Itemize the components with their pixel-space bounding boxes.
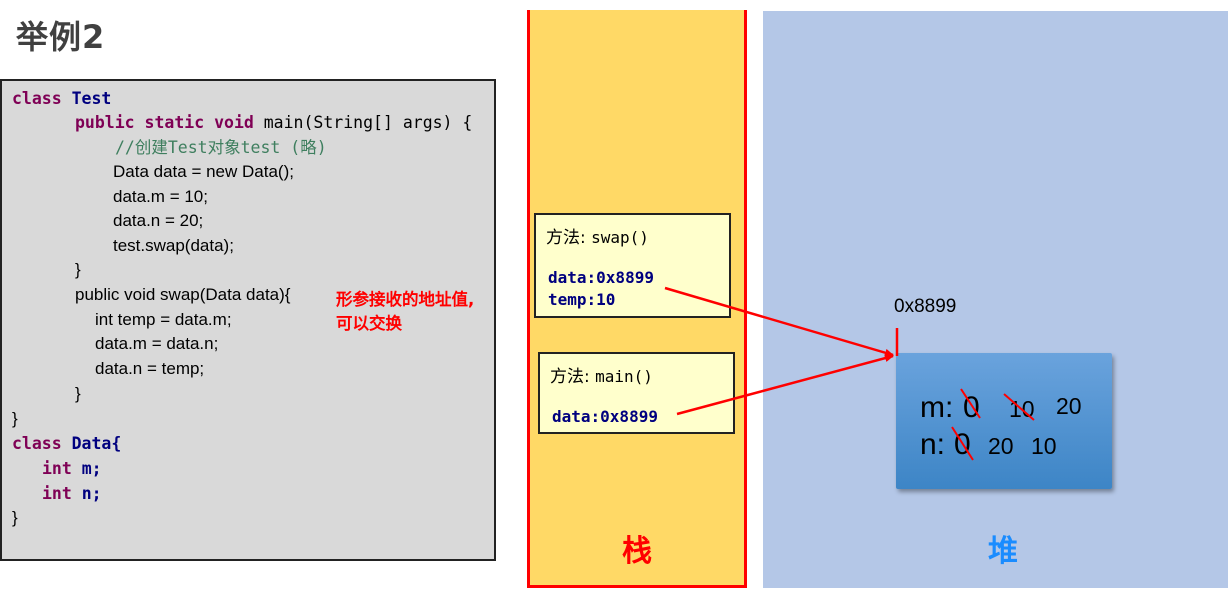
code-line-8: } [75,260,81,279]
arrow-main-data [676,354,894,416]
code-line-18: } [12,508,18,527]
code-line-3: //创建Test对象test (略) [115,138,327,157]
frame-var-data: data:0x8899 [552,407,658,426]
code-line-13: } [75,384,81,403]
heap-object-data: m: 0 10 20 n: 0 20 10 [896,353,1112,489]
annotation-note: 形参接收的地址值, 可以交换 [336,288,474,336]
code-panel: class Test public static void main(Strin… [0,79,496,561]
code-line-11: data.m = data.n; [95,334,219,353]
strike-n-old [951,426,974,461]
object-address: 0x8899 [894,296,957,317]
code-line-10: int temp = data.m; [95,310,232,329]
stack-frame-swap: 方法: swap() data:0x8899 temp:10 [534,213,731,318]
heap-label: 堆 [988,534,1018,569]
note-line-2: 可以交换 [336,314,402,333]
code-line-5: data.m = 10; [113,187,208,206]
frame-method-label: 方法: swap() [546,228,649,248]
stack-frame-main: 方法: main() data:0x8899 [538,352,735,434]
code-line-14: } [12,409,18,428]
code-line-12: data.n = temp; [95,359,205,378]
frame-var-data: data:0x8899 [548,268,654,287]
code-line-17: int n; [42,484,102,503]
page-title: 举例2 [16,18,106,56]
stack-label: 栈 [622,534,652,569]
code-line-2: public static void main(String[] args) { [75,113,473,132]
code-line-15: class Data{ [12,434,122,453]
strike-m-10 [1003,393,1035,421]
field-m-label: m: [920,391,954,424]
code-line-6: data.n = 20; [113,211,204,230]
code-line-9: public void swap(Data data){ [75,285,291,304]
heap-region [763,11,1228,588]
field-m-value-2: 20 [1056,393,1082,419]
frame-var-temp: temp:10 [548,290,616,309]
arrow-swap-data [664,286,894,357]
code-line-7: test.swap(data); [113,236,234,255]
strike-m-old [960,388,981,419]
note-line-1: 形参接收的地址值, [336,290,475,309]
code-line-16: int m; [42,459,102,478]
field-n-value-1: 20 [988,433,1014,459]
field-n-label: n: [920,428,946,461]
code-line-1: class Test [12,89,112,108]
field-n-value-2: 10 [1031,433,1057,459]
frame-method-label: 方法: main() [550,367,653,387]
code-line-4: Data data = new Data(); [113,162,294,181]
